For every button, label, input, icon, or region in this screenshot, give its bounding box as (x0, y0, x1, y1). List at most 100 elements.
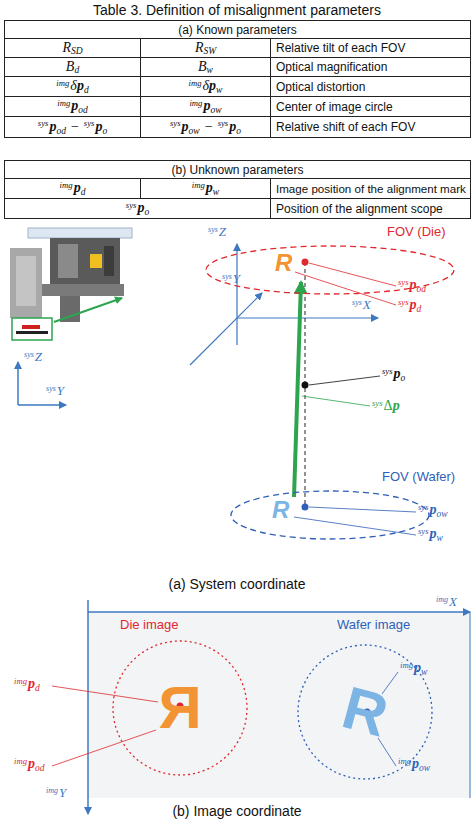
index-prefix: sys (398, 297, 409, 307)
math-label: sysΔp (372, 398, 400, 414)
table-text: (b) Unknown parameters (171, 163, 303, 177)
math-symbol: syspo (126, 200, 149, 217)
symbol: B (198, 59, 207, 74)
image-label: Die image (120, 618, 179, 631)
subscript: o (401, 373, 406, 383)
math-symbol: imgpw (192, 180, 219, 197)
figure-caption: (b) Image coordinate (0, 803, 474, 819)
math-label: syspd (398, 297, 421, 315)
subscript: w (207, 65, 213, 75)
index-prefix: sys (418, 502, 429, 512)
table-text: Relative shift of each FOV (276, 120, 415, 134)
subscript: o (102, 126, 107, 136)
index-prefix: sys (84, 118, 95, 128)
math-label: syspod (398, 277, 426, 295)
subscript: w (437, 533, 443, 543)
table-cell: (b) Unknown parameters (4, 160, 471, 179)
index-prefix: sys (24, 350, 34, 359)
table-text: (a) Known parameters (178, 23, 297, 37)
table-cell: RSD (4, 38, 141, 58)
index-prefix: sys (46, 384, 56, 393)
table-cell: Bw (140, 57, 271, 77)
index-prefix: img (400, 660, 413, 670)
math-label: imgpod (14, 756, 45, 774)
vector-symbol: p (182, 119, 189, 134)
vector-symbol: p (49, 119, 56, 134)
math-symbol: imgpow (189, 98, 221, 115)
table-cell: Relative tilt of each FOV (270, 38, 471, 58)
fov-label: FOV (Die) (387, 225, 446, 238)
table-cell: imgpd (4, 178, 141, 199)
table-cell: imgδpd (4, 76, 141, 97)
table-cell: imgδpw (140, 76, 271, 97)
table-cell: RSW (140, 38, 271, 58)
subscript: od (35, 763, 45, 773)
math-label: sysY (222, 272, 240, 287)
subscript: od (56, 126, 66, 136)
math-label: imgX (436, 595, 457, 610)
math-symbol: syspod−syspo (38, 118, 107, 135)
subscript: w (421, 667, 427, 677)
table-cell: imgpw (140, 178, 271, 199)
vector-symbol: p (203, 98, 210, 113)
index-prefix: sys (352, 298, 362, 307)
index-prefix: img (436, 595, 448, 604)
index-prefix: img (46, 786, 58, 795)
index-prefix: img (189, 78, 202, 88)
math-symbol: Bw (198, 59, 213, 76)
index-prefix: img (60, 180, 73, 190)
math-label: sysX (352, 298, 371, 313)
symbol: B (66, 59, 75, 74)
index-prefix: sys (218, 118, 229, 128)
vector-symbol: p (410, 297, 417, 312)
symbol: Δ (384, 398, 393, 413)
vector-symbol: p (206, 180, 213, 195)
subscript: ow (437, 509, 448, 519)
symbol: Z (219, 224, 226, 239)
figure-caption: (a) System coordinate (0, 576, 474, 592)
index-prefix: sys (418, 526, 429, 536)
index-prefix: img (57, 98, 70, 108)
vector-symbol: p (209, 78, 216, 93)
table-text: Relative tilt of each FOV (276, 41, 405, 55)
math-symbol: syspow−syspo (170, 118, 241, 135)
subscript: od (78, 105, 88, 115)
vector-symbol: p (71, 98, 78, 113)
table-cell: Center of image circle (270, 96, 471, 117)
symbol: δ (203, 78, 210, 93)
index-prefix: sys (382, 366, 393, 376)
table-cell: syspod−syspo (4, 116, 141, 138)
table-cell: Relative shift of each FOV (270, 116, 471, 138)
math-symbol: imgδpw (189, 78, 223, 95)
vector-symbol: p (77, 78, 84, 93)
vector-symbol: p (430, 526, 437, 541)
subscript: d (417, 304, 422, 314)
operator: − (205, 119, 213, 134)
math-symbol: imgδpd (56, 78, 88, 95)
vector-symbol: p (393, 398, 400, 413)
symbol: Y (59, 785, 66, 800)
table-text: Center of image circle (276, 100, 393, 114)
index-prefix: img (398, 756, 411, 766)
image-label: Wafer image (337, 618, 410, 631)
vector-symbol: p (430, 502, 437, 517)
vector-symbol: p (412, 756, 419, 771)
index-prefix: img (189, 98, 202, 108)
vector-symbol: p (137, 200, 144, 215)
math-label: syspo (382, 366, 405, 384)
math-label: sysZ (208, 225, 226, 240)
index-prefix: sys (126, 200, 137, 210)
machine-illustration (10, 228, 132, 340)
math-symbol: RSW (195, 40, 216, 57)
table-cell: Position of the alignment scope (270, 198, 471, 219)
subscript: d (35, 683, 40, 693)
subscript: d (81, 187, 86, 197)
math-label: imgY (46, 786, 66, 801)
math-label: imgpd (14, 676, 40, 694)
vector-symbol: p (394, 366, 401, 381)
table-cell: Optical distortion (270, 76, 471, 97)
table-text: Optical distortion (276, 80, 365, 94)
math-label: syspw (418, 526, 443, 544)
table-cell: imgpod (4, 96, 141, 117)
operator: − (71, 119, 79, 134)
